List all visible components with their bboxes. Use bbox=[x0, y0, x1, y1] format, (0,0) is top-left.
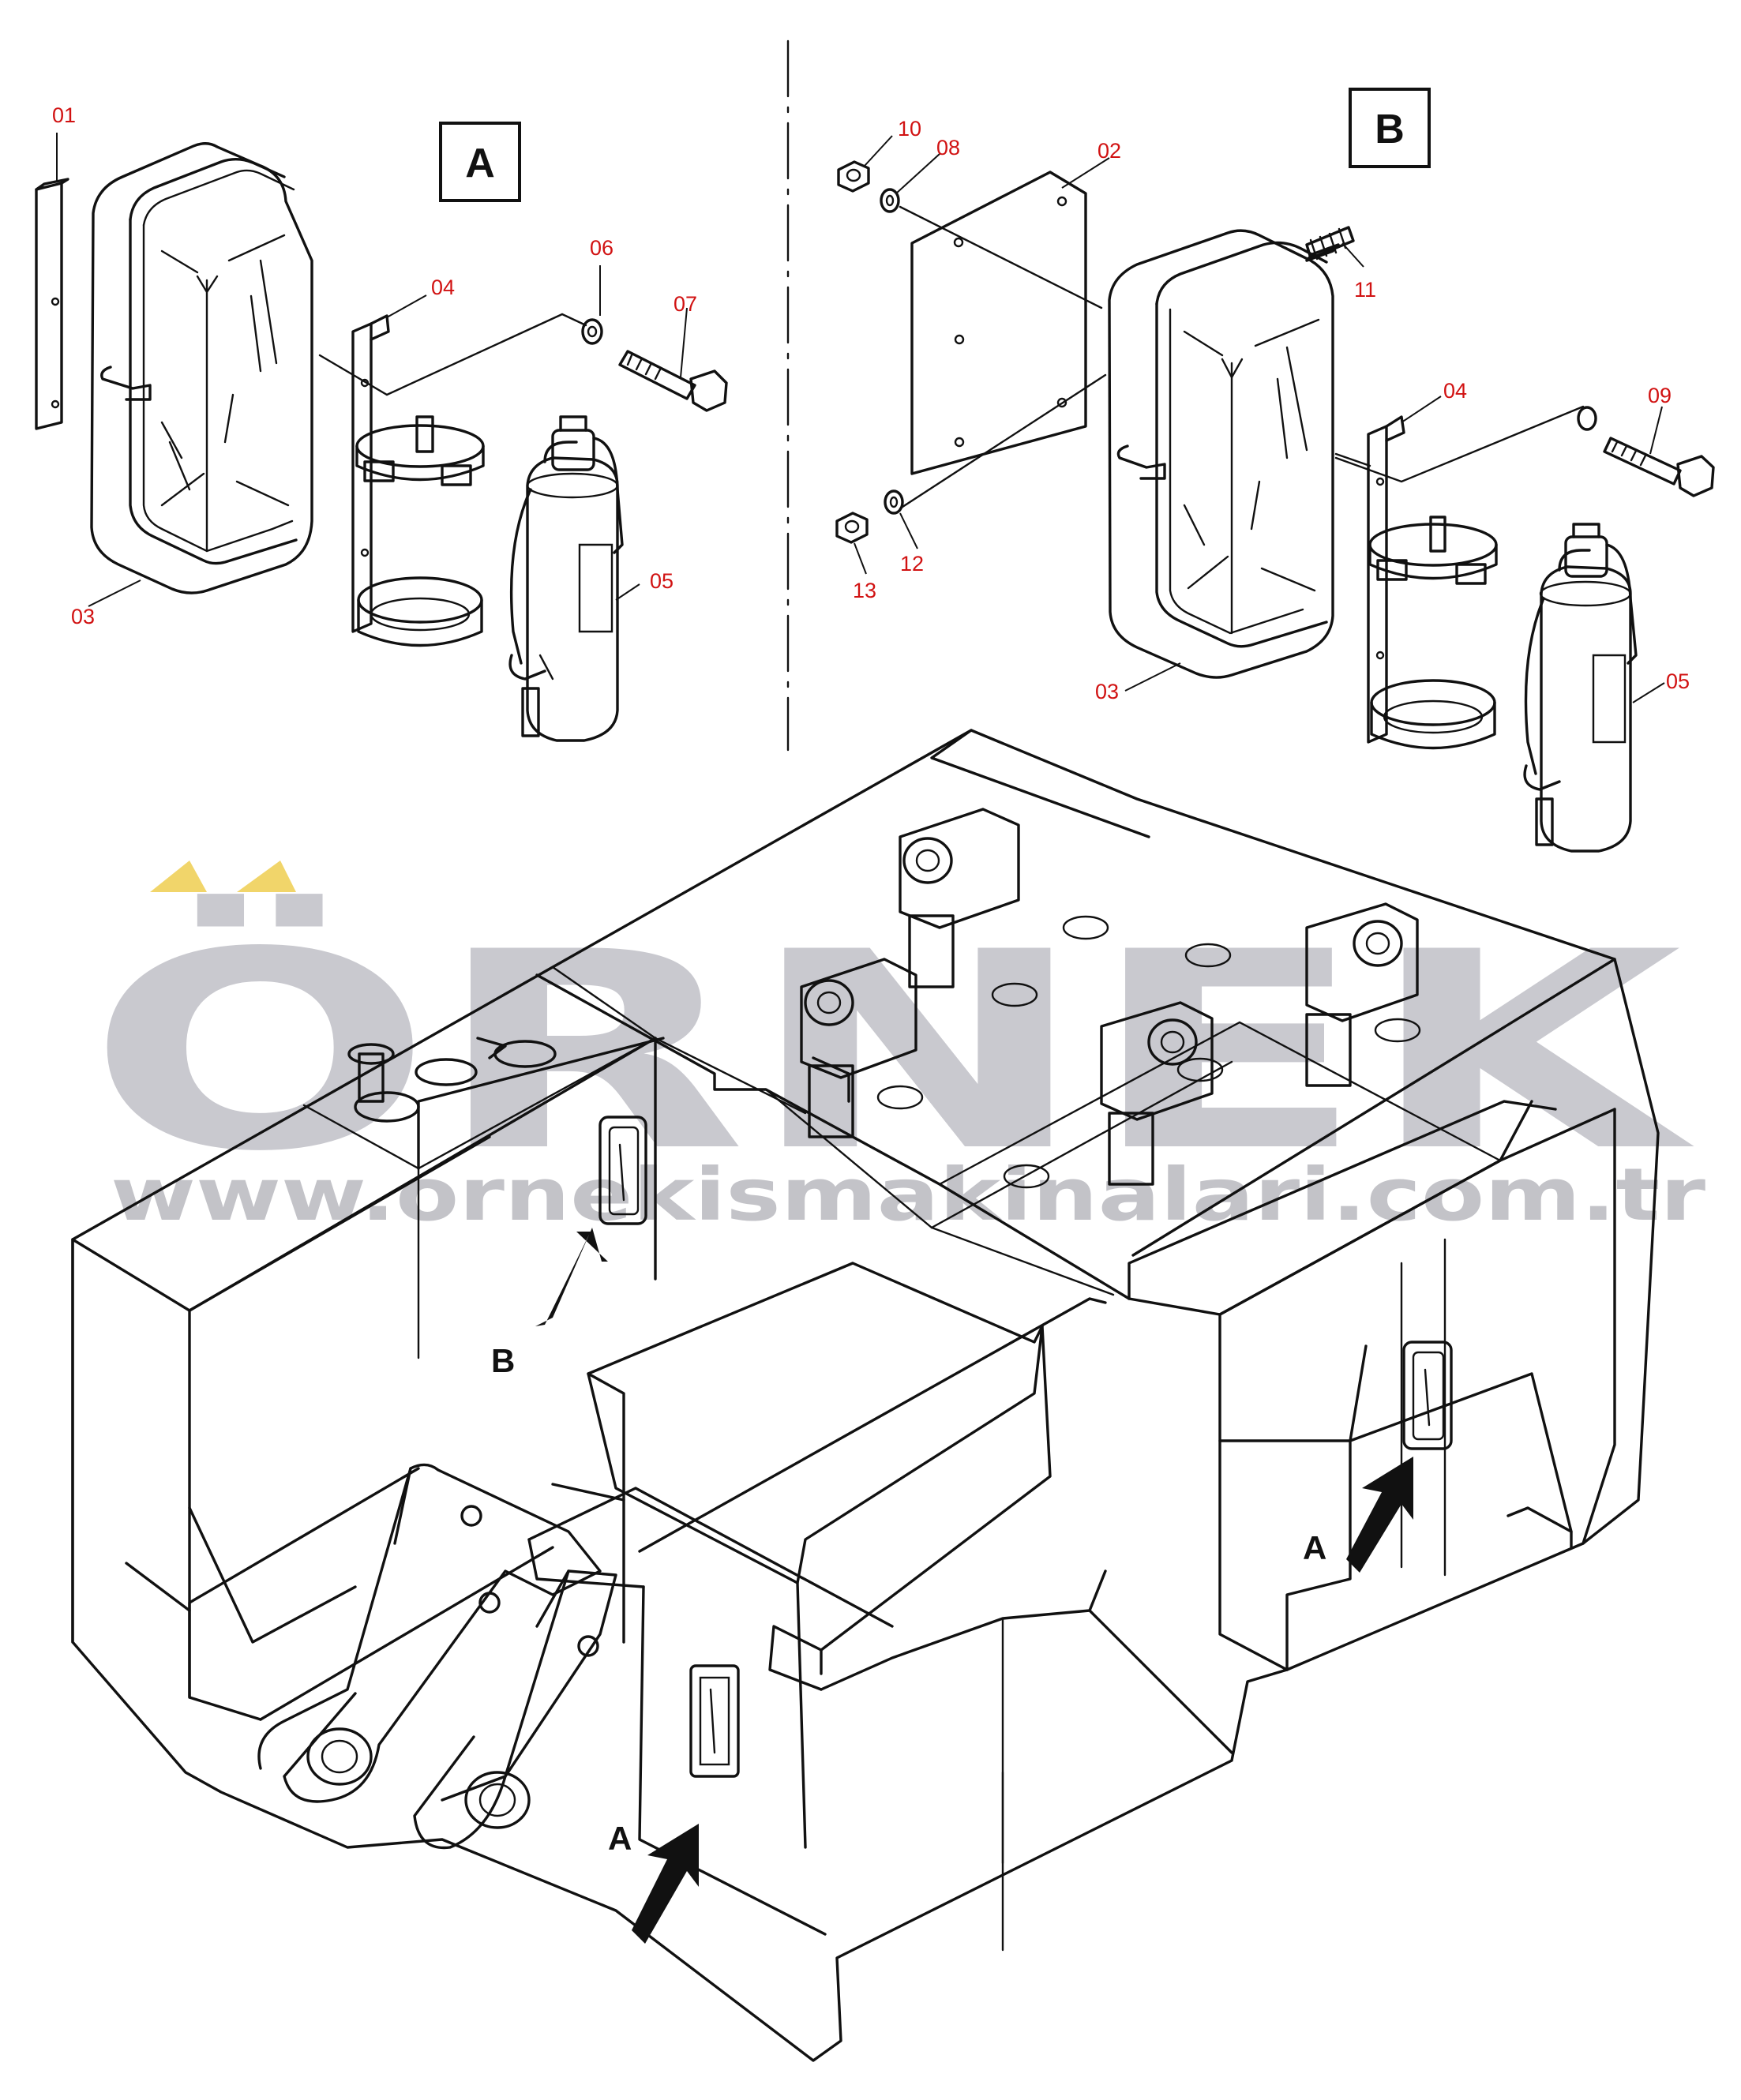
part-03-cabinet bbox=[90, 142, 313, 594]
watermark-umlaut-left bbox=[150, 861, 207, 892]
callout-a-06: 06 bbox=[590, 236, 613, 260]
part-06-washer bbox=[581, 318, 603, 345]
part-09-bolt bbox=[1603, 437, 1715, 497]
marker-a-front: A bbox=[608, 1820, 632, 1857]
callout-b-10: 10 bbox=[898, 117, 921, 141]
part-13-nut bbox=[835, 512, 869, 544]
part-08-washer bbox=[880, 188, 900, 213]
part-04-bracket bbox=[351, 314, 485, 647]
machine-overview: B A A bbox=[71, 729, 1660, 2062]
callout-b-02: 02 bbox=[1098, 139, 1121, 163]
part-12-washer bbox=[884, 489, 904, 515]
arrow-a-front bbox=[632, 1824, 699, 1944]
cabinet-location-a-front bbox=[689, 1664, 740, 1778]
marker-b: B bbox=[491, 1342, 515, 1379]
part-02-plate bbox=[910, 171, 1087, 475]
part-05-extinguisher-b bbox=[1523, 523, 1638, 853]
callout-b-03: 03 bbox=[1095, 680, 1119, 703]
part-03-cabinet-b bbox=[1108, 229, 1334, 679]
callout-b-04: 04 bbox=[1443, 379, 1467, 403]
part-05-extinguisher bbox=[508, 415, 624, 742]
marker-a-right: A bbox=[1303, 1529, 1326, 1566]
part-10-nut bbox=[837, 160, 870, 193]
arrow-a-right bbox=[1346, 1457, 1413, 1573]
cabinet-location-a-right bbox=[1402, 1341, 1453, 1450]
part-01-strip bbox=[35, 178, 69, 430]
callout-b-05: 05 bbox=[1666, 669, 1690, 693]
callout-a-03: 03 bbox=[71, 605, 95, 628]
view-a-label: A bbox=[465, 141, 495, 186]
view-b-label-box bbox=[1349, 88, 1431, 168]
deck-valves bbox=[800, 808, 1421, 1189]
cabinet-location-b bbox=[598, 1116, 647, 1225]
callout-a-05: 05 bbox=[650, 569, 674, 593]
arrow-b bbox=[535, 1228, 608, 1326]
callout-b-12: 12 bbox=[900, 552, 924, 576]
view-b-label: B bbox=[1375, 107, 1405, 152]
callout-b-11: 11 bbox=[1354, 278, 1376, 302]
part-07-bolt bbox=[618, 350, 728, 412]
watermark-url: www.ornekismakinalari.com.tr bbox=[111, 1153, 1706, 1237]
callout-a-04: 04 bbox=[431, 276, 455, 299]
detail-view-b: B bbox=[835, 88, 1715, 853]
watermark-umlaut-right bbox=[237, 861, 296, 892]
detail-view-a: A bbox=[35, 103, 728, 742]
view-a-label-box bbox=[439, 122, 521, 202]
callout-b-09: 09 bbox=[1648, 384, 1672, 407]
part-11-stud bbox=[1305, 226, 1355, 262]
callout-a-07: 07 bbox=[674, 292, 697, 316]
filler-caps bbox=[347, 1037, 557, 1123]
part-04-bracket-b bbox=[1367, 415, 1498, 750]
callout-b-13: 13 bbox=[853, 579, 876, 602]
part-09-washer bbox=[1577, 406, 1597, 431]
callout-b-08: 08 bbox=[936, 136, 960, 159]
callout-a-01: 01 bbox=[52, 103, 76, 127]
